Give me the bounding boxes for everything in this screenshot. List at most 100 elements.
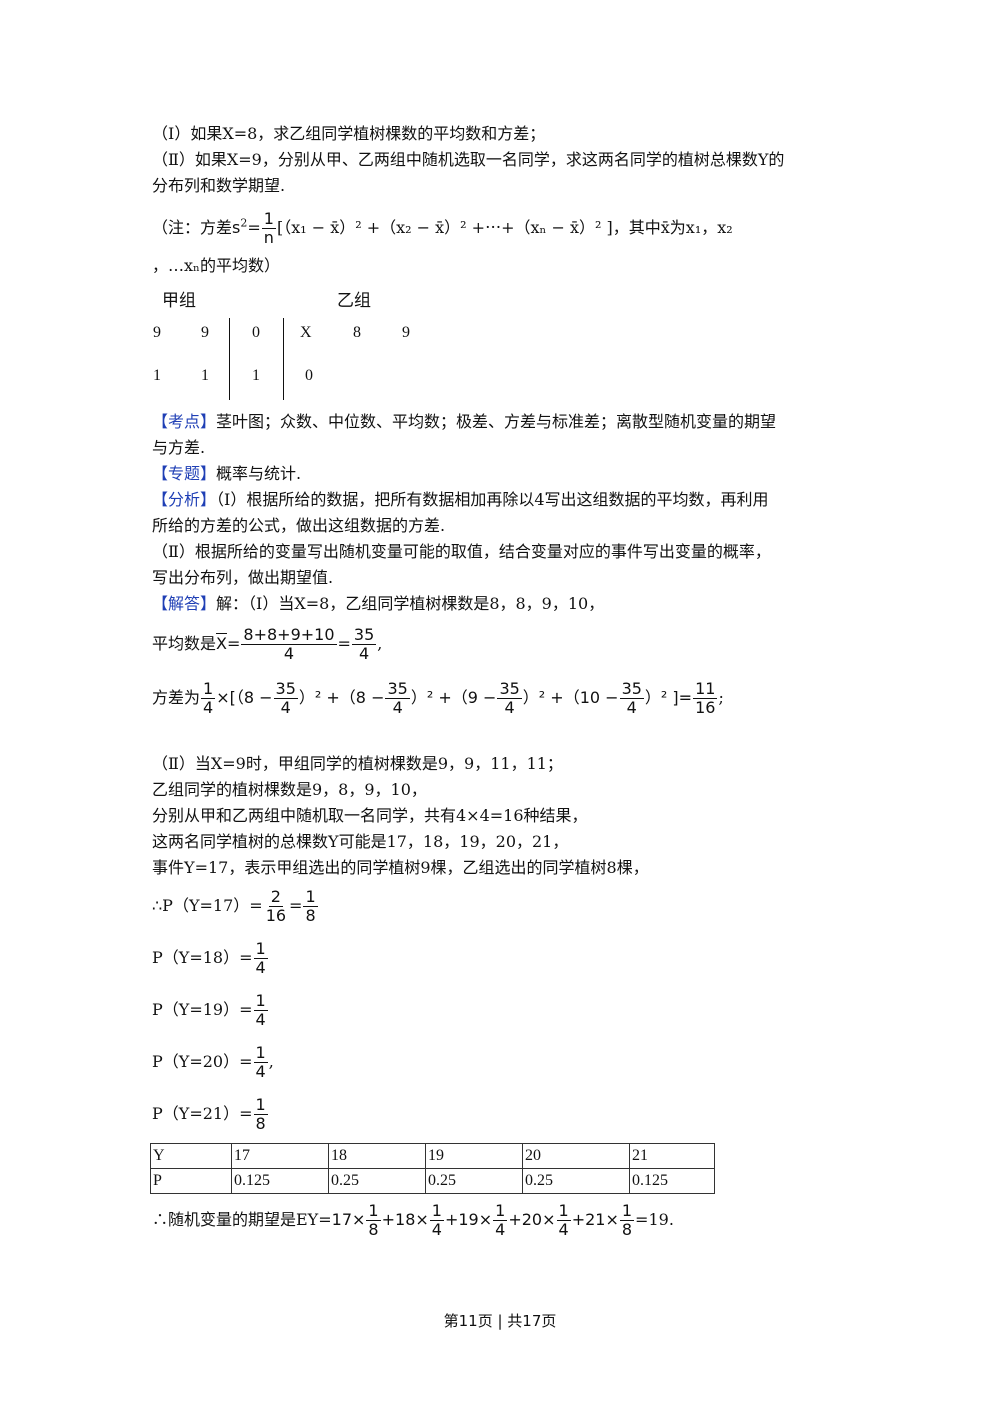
mean-rnum: 35 [351,625,377,645]
stem-r1: 0 [252,324,260,341]
leaf-a-r1-1: 9 [153,324,161,341]
jieda-text: 解：（Ⅰ）当X=8，乙组同学植树棵数是8，8，9，10， [216,594,605,613]
distribution-table: Y 17 18 19 20 21 P 0.125 0.25 0.25 0.25 … [150,1143,715,1194]
prob-label: P（Y=19）= [152,1000,253,1019]
question-part-1: （Ⅰ）如果X=8，求乙组同学植树棵数的平均数和方差； [152,124,546,143]
var-f2-num: 35 [385,679,410,699]
prob-num: 1 [253,1043,268,1063]
expect-n4: 1 [556,1201,571,1221]
zhuanti-text: 概率与统计. [216,464,302,483]
expect-n3: 1 [493,1201,508,1221]
expect-t4: +20× [508,1210,556,1229]
fenxi-line3: （Ⅱ）根据所给的变量写出随机变量可能的取值，结合变量对应的事件写出变量的概率， [152,542,771,561]
note-prefix: （注：方差 [152,218,233,237]
var-body4: ）² +（10 − [522,688,619,707]
part2-line3: 分别从甲和乙两组中随机取一名同学，共有4×4=16种结果， [152,806,588,825]
zhuanti-line: 【专题】概率与统计. [152,462,301,486]
prob-num: 1 [253,991,268,1011]
var-f3-num: 35 [497,679,522,699]
table-cell: 21 [629,1143,715,1169]
prob-num: 1 [253,939,268,959]
jieda-line: 【解答】解：（Ⅰ）当X=8，乙组同学植树棵数是8，8，9，10， [152,592,604,616]
table-cell: 17 [231,1143,329,1169]
prob-num2: 1 [303,887,318,907]
prob-den: 4 [255,1062,266,1081]
prob-den2: 8 [305,906,316,925]
kaodian-tag: 【考点】 [152,412,217,431]
var-f3-den: 4 [504,698,515,717]
prob-label: P（Y=18）= [152,948,253,967]
fenxi-text: （Ⅰ）根据所给的数据，把所有数据相加再除以4写出这组数据的平均数，再利用 [216,490,769,509]
prob-label: P（Y=21）= [152,1104,253,1123]
table-cell: 0.25 [522,1168,630,1194]
kaodian-line: 【考点】茎叶图；众数、中位数、平均数；极差、方差与标准差；离散型随机变量的期望 [152,410,776,434]
fenxi-line4: 写出分布列，做出期望值. [152,568,334,587]
zhuanti-tag: 【专题】 [152,464,217,483]
mean-num: 8+8+9+10 [241,625,337,645]
expect-t1: 17× [331,1210,366,1229]
note-body: [（x₁ − x̄）² +（x₂ − x̄）² +⋯+（xₙ − x̄）² ]，… [276,218,733,237]
var-rden: 16 [695,698,716,717]
mean-xbar: X [216,634,227,653]
prob-num: 2 [268,887,283,907]
leaf-b-r2-1: 0 [305,367,313,384]
table-cell: 20 [522,1143,630,1169]
expect-prefix: ∴随机变量的期望是EY= [152,1210,332,1229]
stem-divider-left [229,318,230,400]
prob-eq: = [289,896,303,915]
part2-line4: 这两名同学植树的总棵数Y可能是17，18，19，20，21， [152,832,569,851]
stem-divider-right [283,318,284,400]
expect-n1: 1 [366,1201,381,1221]
mean-den: 4 [283,644,295,663]
question-part-2: （Ⅱ）如果X=9，分别从甲、乙两组中随机选取一名同学，求这两名同学的植树总棵数Y… [152,150,785,169]
fenxi-line: 【分析】（Ⅰ）根据所给的数据，把所有数据相加再除以4写出这组数据的平均数，再利用 [152,488,769,512]
prob-num: 1 [253,1095,268,1115]
leaf-a-r1-2: 9 [201,324,209,341]
mean-prefix: 平均数是 [152,634,217,653]
table-cell: 19 [425,1143,523,1169]
note-frac-den: n [263,228,274,247]
variance-note-line2: ，…xₙ的平均数） [152,256,280,275]
var-f1-den: 4 [280,698,291,717]
var-prefix: 方差为 [152,688,201,707]
expect-n5: 1 [619,1201,635,1221]
table-row: Y 17 18 19 20 21 [150,1143,715,1169]
group-b-label: 乙组 [337,291,371,310]
table-cell: 0.25 [425,1168,523,1194]
kaodian-text: 茎叶图；众数、中位数、平均数；极差、方差与标准差；离散型随机变量的期望 [216,412,777,431]
fenxi-line2: 所给的方差的公式，做出这组数据的方差. [152,516,446,535]
leaf-b-r1-2: 8 [353,324,361,341]
mean-eq1: = [226,634,241,653]
table-cell: Y [150,1143,232,1169]
expect-t3: +19× [444,1210,493,1229]
note-s: s [232,218,241,237]
expect-d5: 8 [621,1220,633,1239]
leaf-a-r2-2: 1 [201,367,209,384]
question-part-2-cont: 分布列和数学期望. [152,176,286,195]
mean-eq2: = [337,634,351,653]
var-body3: ）² +（9 − [410,688,497,707]
var-body5: ）² ]= [644,688,693,707]
expect-d4: 4 [558,1220,569,1239]
var-body2: ）² +（8 − [298,688,385,707]
expect-result: =19. [635,1210,674,1229]
